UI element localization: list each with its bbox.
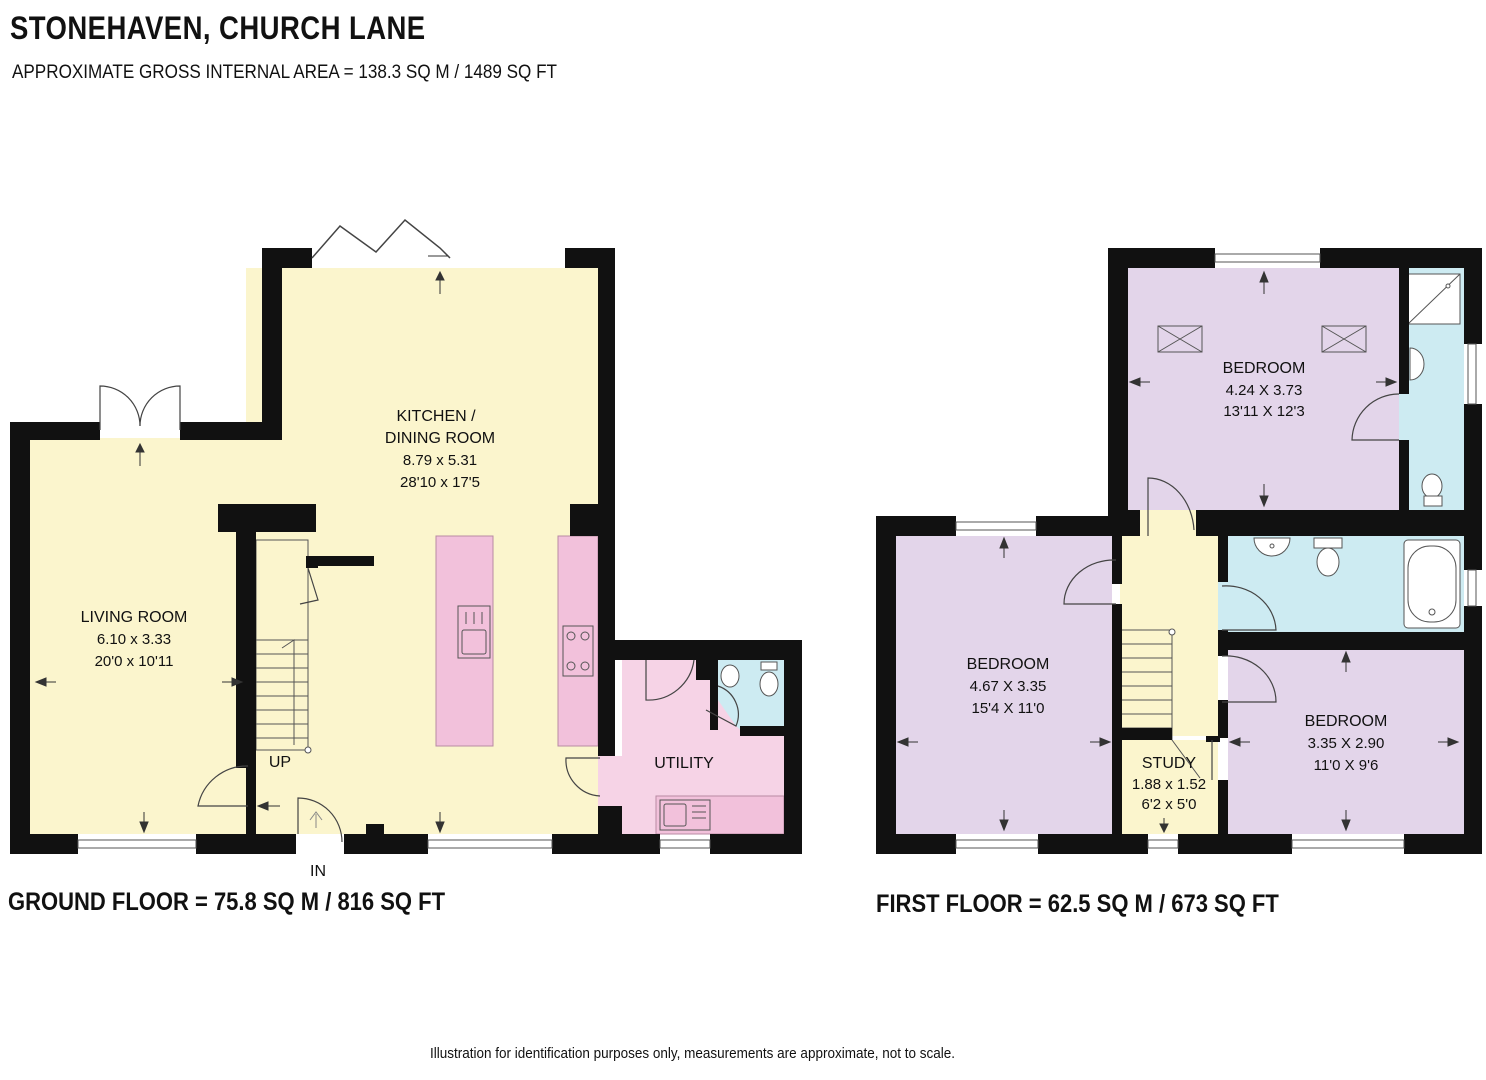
kitchen-metric: 8.79 x 5.31 (403, 452, 477, 469)
first-dimension-arrows (896, 270, 1460, 834)
study-metric: 1.88 x 1.52 (1132, 776, 1206, 793)
utility-access-area (598, 756, 624, 806)
first-doors (1063, 393, 1400, 780)
hob-icon (562, 625, 594, 677)
stairs-up-label: UP (269, 754, 291, 771)
kitchen-imperial: 28'10 x 17'5 (400, 474, 480, 491)
bedroom-left-metric: 4.67 X 3.35 (970, 678, 1047, 695)
ensuite-basin-icon (1409, 347, 1443, 507)
living-room-area (30, 438, 246, 834)
ground-windows (77, 839, 711, 849)
bathroom-fittings-icon (1253, 537, 1461, 629)
kitchen-name-line2: DINING ROOM (385, 430, 495, 447)
landing-top-area (1140, 510, 1196, 536)
ground-doors (197, 567, 739, 843)
ground-stairs (255, 539, 312, 754)
first-windows (955, 253, 1477, 849)
study-area (1120, 740, 1218, 834)
first-floor-plan: BEDROOM 4.24 X 3.73 13'11 X 12'3 BEDROOM… (876, 248, 1482, 854)
french-door-icon (99, 385, 181, 430)
property-title: STONEHAVEN, CHURCH LANE (10, 10, 426, 46)
ground-walls (10, 248, 802, 854)
bedroom-top-area (1128, 268, 1399, 510)
bedroom-right-name: BEDROOM (1305, 713, 1388, 730)
living-room-name: LIVING ROOM (81, 609, 188, 626)
entrance-label: IN (310, 863, 326, 880)
bedroom-right-metric: 3.35 X 2.90 (1308, 735, 1385, 752)
skylight-icon (1157, 325, 1367, 353)
cloakroom-basin-icon (720, 661, 779, 697)
first-floor-area-label: FIRST FLOOR = 62.5 SQ M / 673 SQ FT (876, 890, 1279, 918)
entrance-arrow-icon (309, 811, 323, 828)
utility-counter (655, 795, 785, 835)
utility-sink-icon (659, 799, 711, 831)
bedroom-top-imperial: 13'11 X 12'3 (1223, 403, 1304, 420)
bedroom-left-imperial: 15'4 X 11'0 (971, 700, 1044, 717)
utility-name: UTILITY (654, 755, 714, 772)
bedroom-top-metric: 4.24 X 3.73 (1226, 382, 1303, 399)
kitchen-name-line1: KITCHEN / (396, 408, 476, 425)
living-room-metric: 6.10 x 3.33 (97, 631, 171, 648)
ground-dimension-arrows (34, 255, 448, 834)
gross-area-subtitle: APPROXIMATE GROSS INTERNAL AREA = 138.3 … (12, 62, 558, 83)
bedroom-left-area (896, 536, 1112, 834)
bedroom-left-name: BEDROOM (967, 656, 1050, 673)
study-name: STUDY (1142, 755, 1197, 772)
kitchen-island (435, 535, 494, 747)
landing-area (1120, 536, 1218, 736)
shower-icon (1407, 273, 1461, 325)
study-imperial: 6'2 x 5'0 (1142, 796, 1197, 813)
bedroom-top-name: BEDROOM (1223, 360, 1306, 377)
disclaimer-note: Illustration for identification purposes… (430, 1045, 956, 1062)
ground-floor-plan: LIVING ROOM 6.10 x 3.33 20'0 x 10'11 KIT… (10, 218, 802, 880)
ground-floor-area-label: GROUND FLOOR = 75.8 SQ M / 816 SQ FT (8, 888, 446, 916)
living-room-imperial: 20'0 x 10'11 (95, 653, 174, 670)
bedroom-right-area (1228, 650, 1464, 834)
bifold-door-icon (311, 218, 451, 259)
kitchen-counter (557, 535, 599, 747)
first-walls (876, 248, 1482, 854)
island-sink-icon (457, 605, 491, 659)
bedroom-right-imperial: 11'0 X 9'6 (1314, 757, 1379, 774)
